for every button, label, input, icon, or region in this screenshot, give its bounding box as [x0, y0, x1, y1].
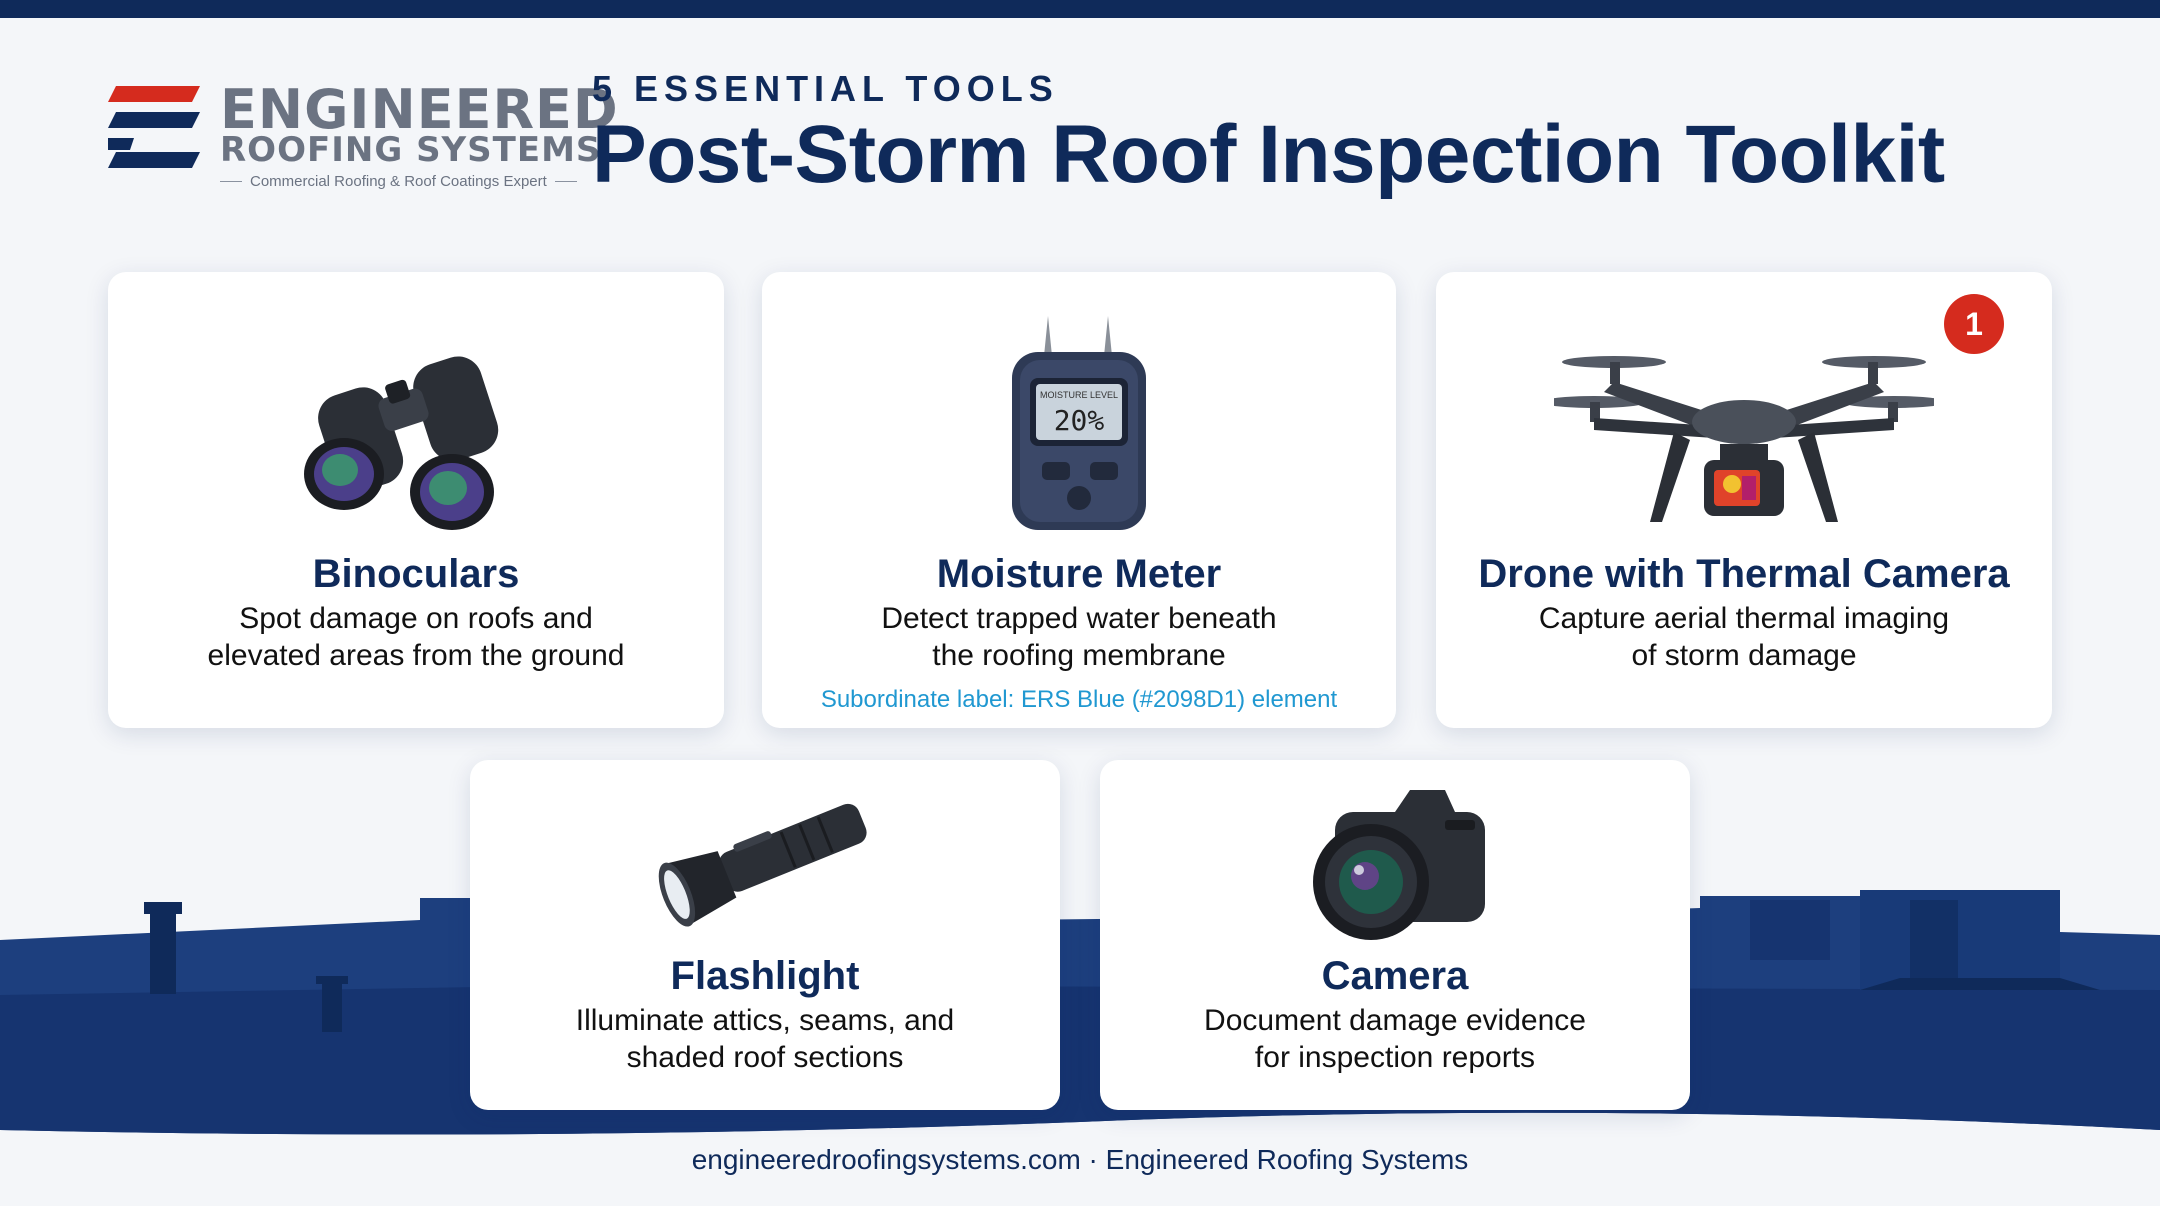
top-accent-bar: [0, 0, 2160, 18]
binoculars-illustration: [108, 332, 724, 532]
tool-description: Spot damage on roofs and elevated areas …: [108, 600, 724, 674]
tagline-rule-left: [220, 181, 242, 182]
tool-card-binoculars: Binoculars Spot damage on roofs and elev…: [108, 272, 724, 728]
camera-illustration: [1100, 782, 1690, 942]
notification-badge[interactable]: 1: [1944, 294, 2004, 354]
binoculars-icon: [304, 356, 499, 530]
tool-name: Binoculars: [312, 552, 520, 596]
tool-description: Capture aerial thermal imaging of storm …: [1436, 600, 2052, 674]
tool-description-line2: elevated areas from the ground: [207, 639, 625, 672]
moisture-meter-icon: MOISTURE LEVEL 20%: [1012, 316, 1146, 530]
tool-description-line2: of storm damage: [1631, 639, 1857, 672]
drone-icon: [1554, 356, 1934, 522]
tool-description: Illuminate attics, seams, and shaded roo…: [470, 1002, 1060, 1076]
tool-name: Camera: [1321, 954, 1469, 998]
tool-description-line1: Capture aerial thermal imaging: [1538, 602, 1950, 635]
tool-card-drone: 1 Drone wi: [1436, 272, 2052, 728]
logo-name-line2: ROOFING SYSTEMS: [220, 130, 602, 170]
tool-description: Detect trapped water beneath the roofing…: [762, 600, 1396, 674]
tool-description: Document damage evidence for inspection …: [1100, 1002, 1690, 1076]
tool-description-line2: for inspection reports: [1254, 1041, 1536, 1074]
company-logo[interactable]: ENGINEERED ROOFING SYSTEMS Commercial Ro…: [104, 78, 618, 198]
camera-icon: [1313, 790, 1485, 940]
page-title: Post-Storm Roof Inspection Toolkit: [592, 109, 1945, 200]
flashlight-illustration: [470, 784, 1060, 934]
logo-tagline: Commercial Roofing & Roof Coatings Exper…: [220, 173, 577, 190]
tool-description-line1: Spot damage on roofs and: [239, 602, 593, 635]
logo-stripes-icon: [108, 86, 200, 168]
footer-text[interactable]: engineeredroofingsystems.com · Engineere…: [691, 1144, 1469, 1175]
tool-description-line2: the roofing membrane: [932, 639, 1226, 672]
subordinate-label: Subordinate label: ERS Blue (#2098D1) el…: [820, 686, 1338, 713]
logo-tagline-text: Commercial Roofing & Roof Coatings Exper…: [250, 173, 547, 190]
header-kicker: 5 ESSENTIAL TOOLS: [592, 68, 1059, 109]
moisture-meter-illustration: MOISTURE LEVEL 20%: [762, 312, 1396, 532]
tool-name: Drone with Thermal Camera: [1478, 552, 2010, 596]
tool-description-line1: Illuminate attics, seams, and: [575, 1004, 955, 1037]
tool-name: Flashlight: [670, 954, 860, 998]
meter-screen-value: 20%: [1054, 404, 1105, 437]
flashlight-icon: [658, 803, 867, 927]
logo-name-line1: ENGINEERED: [220, 78, 619, 141]
tool-card-moisture-meter: MOISTURE LEVEL 20% Moisture Meter Detect…: [762, 272, 1396, 728]
tool-description-line1: Document damage evidence: [1204, 1004, 1586, 1037]
tool-card-camera: Camera Document damage evidence for insp…: [1100, 760, 1690, 1110]
meter-screen-label: MOISTURE LEVEL: [1040, 390, 1118, 400]
tool-description-line2: shaded roof sections: [626, 1041, 904, 1074]
tool-description-line1: Detect trapped water beneath: [881, 602, 1277, 635]
tool-card-flashlight: Flashlight Illuminate attics, seams, and…: [470, 760, 1060, 1110]
tool-name: Moisture Meter: [936, 552, 1222, 596]
drone-illustration: [1436, 322, 2052, 532]
tagline-rule-right: [554, 181, 577, 182]
